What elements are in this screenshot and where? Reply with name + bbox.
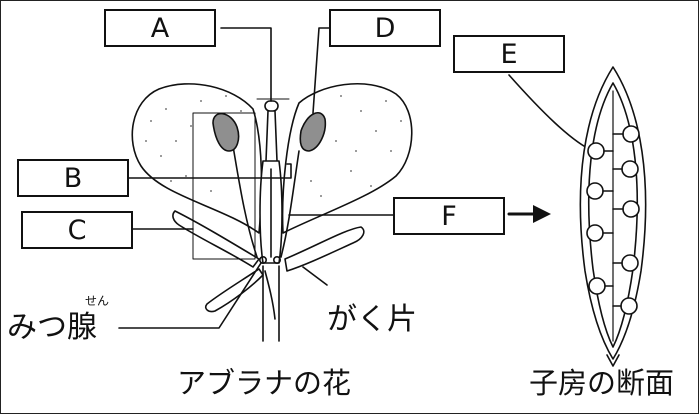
label-box-e: E	[453, 35, 565, 73]
nectary-left	[258, 256, 267, 265]
ovary-caption: 子房の断面	[529, 366, 675, 400]
leader-E	[508, 74, 594, 152]
leader-sepal	[302, 266, 328, 286]
right-anther	[299, 111, 327, 152]
nectary-ruby-text: せん	[85, 294, 110, 308]
ovary-inner-wall	[587, 82, 639, 348]
left-anther	[212, 112, 240, 152]
nectary-right	[272, 256, 281, 265]
label-box-c: C	[21, 211, 133, 249]
leader-D	[312, 27, 330, 114]
label-box-d: D	[329, 9, 441, 47]
label-box-b: B	[17, 159, 129, 197]
ovules	[586, 125, 640, 315]
left-stamen-filament	[232, 145, 258, 258]
leader-A	[220, 27, 272, 102]
left-sepal	[172, 210, 260, 268]
right-stamen-filament	[280, 150, 300, 258]
lower-sepal	[204, 268, 264, 313]
petal-stipple	[145, 95, 402, 197]
sepal-label: がく片	[327, 302, 417, 337]
bracket-stamen	[192, 112, 256, 260]
flower-stalk	[262, 265, 280, 342]
label-box-f: F	[393, 197, 505, 235]
nectary-label: みつ腺	[7, 310, 97, 345]
leader-nectary	[118, 262, 262, 329]
right-sepal	[284, 226, 365, 272]
style	[265, 110, 278, 162]
stigma	[264, 100, 279, 112]
ovary-beak	[606, 354, 620, 367]
arrow-head	[533, 205, 551, 223]
left-petal	[131, 83, 263, 234]
leader-B	[126, 163, 292, 179]
label-box-a: A	[104, 9, 216, 47]
flower-caption: アブラナの花	[177, 366, 352, 400]
lower-sepal-2	[264, 270, 276, 320]
